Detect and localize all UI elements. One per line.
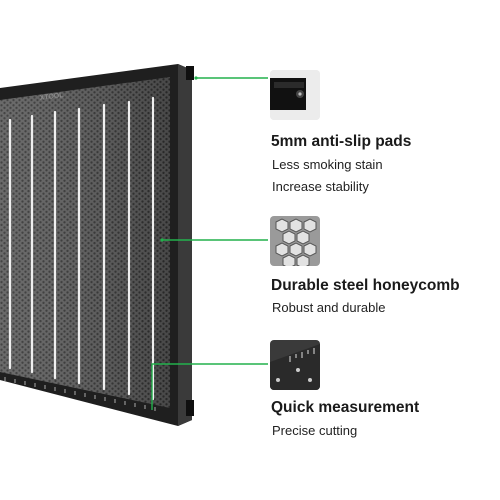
anti-slip-pad [186, 400, 194, 416]
feature-title: Quick measurement [271, 399, 420, 416]
feature-title: 5mm anti-slip pads [271, 133, 412, 150]
brand-label: XTOOL [39, 92, 64, 102]
feature-description: Increase stability [272, 179, 369, 194]
feature-description: Robust and durable [272, 300, 386, 315]
feature-description: Precise cutting [272, 423, 358, 438]
honeycomb-icon [270, 216, 320, 266]
feature-title: Durable steel honeycomb [271, 277, 460, 294]
feature-description: Less smoking stain [272, 157, 383, 172]
anti-slip-pad-icon [270, 70, 320, 120]
anti-slip-pad [186, 66, 194, 80]
ruler-ticks [4, 377, 156, 411]
measurement-ruler-icon [270, 340, 320, 390]
callout-leaders [151, 77, 268, 410]
frame-side [178, 64, 192, 426]
support-strips [8, 96, 155, 401]
